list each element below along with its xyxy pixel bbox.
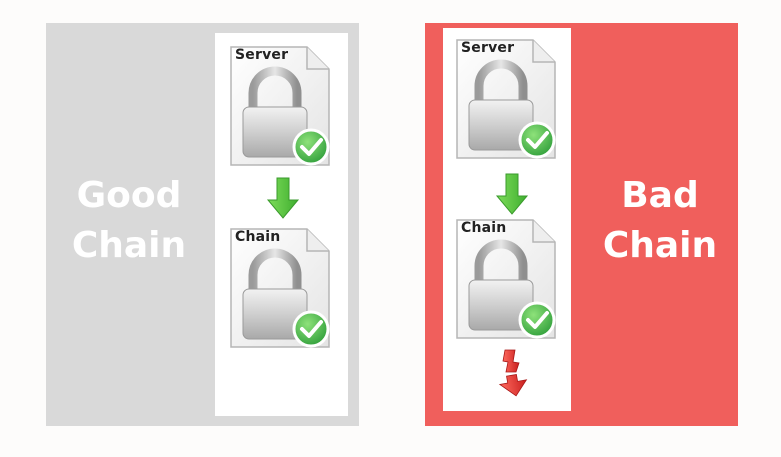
chain-certificate: Chain — [225, 223, 337, 353]
server-certificate: Server — [451, 34, 563, 164]
padlock-document-icon — [456, 219, 556, 339]
padlock-document-icon — [230, 46, 330, 166]
chain-certificate-title: Chain — [461, 220, 507, 236]
chain-certificate: Chain — [451, 214, 563, 344]
green-check-badge-icon — [292, 128, 330, 166]
bad-chain-label: Bad Chain — [585, 171, 735, 271]
good-chain-panel: Good Chain Server — [46, 23, 359, 426]
bad-chain-label-line2: Chain — [602, 225, 718, 266]
bad-chain-label-line1: Bad — [621, 175, 699, 216]
green-down-arrow-icon — [495, 173, 529, 215]
server-certificate: Server — [225, 41, 337, 171]
good-chain-label: Good Chain — [54, 171, 204, 271]
chain-certificate-title: Chain — [235, 229, 281, 245]
good-chain-strip: Server Chain — [215, 33, 348, 416]
green-down-arrow-icon — [266, 177, 300, 219]
bad-chain-panel: Server Chain Bad — [425, 23, 738, 426]
good-chain-label-line2: Chain — [71, 225, 187, 266]
green-check-badge-icon — [518, 301, 556, 339]
good-chain-label-line1: Good — [76, 175, 182, 216]
server-certificate-title: Server — [461, 40, 515, 56]
bad-chain-strip: Server Chain — [443, 28, 571, 411]
server-certificate-title: Server — [235, 47, 289, 63]
green-check-badge-icon — [518, 121, 556, 159]
padlock-document-icon — [456, 39, 556, 159]
green-check-badge-icon — [292, 310, 330, 348]
padlock-document-icon — [230, 228, 330, 348]
red-broken-arrow-icon — [498, 349, 528, 397]
